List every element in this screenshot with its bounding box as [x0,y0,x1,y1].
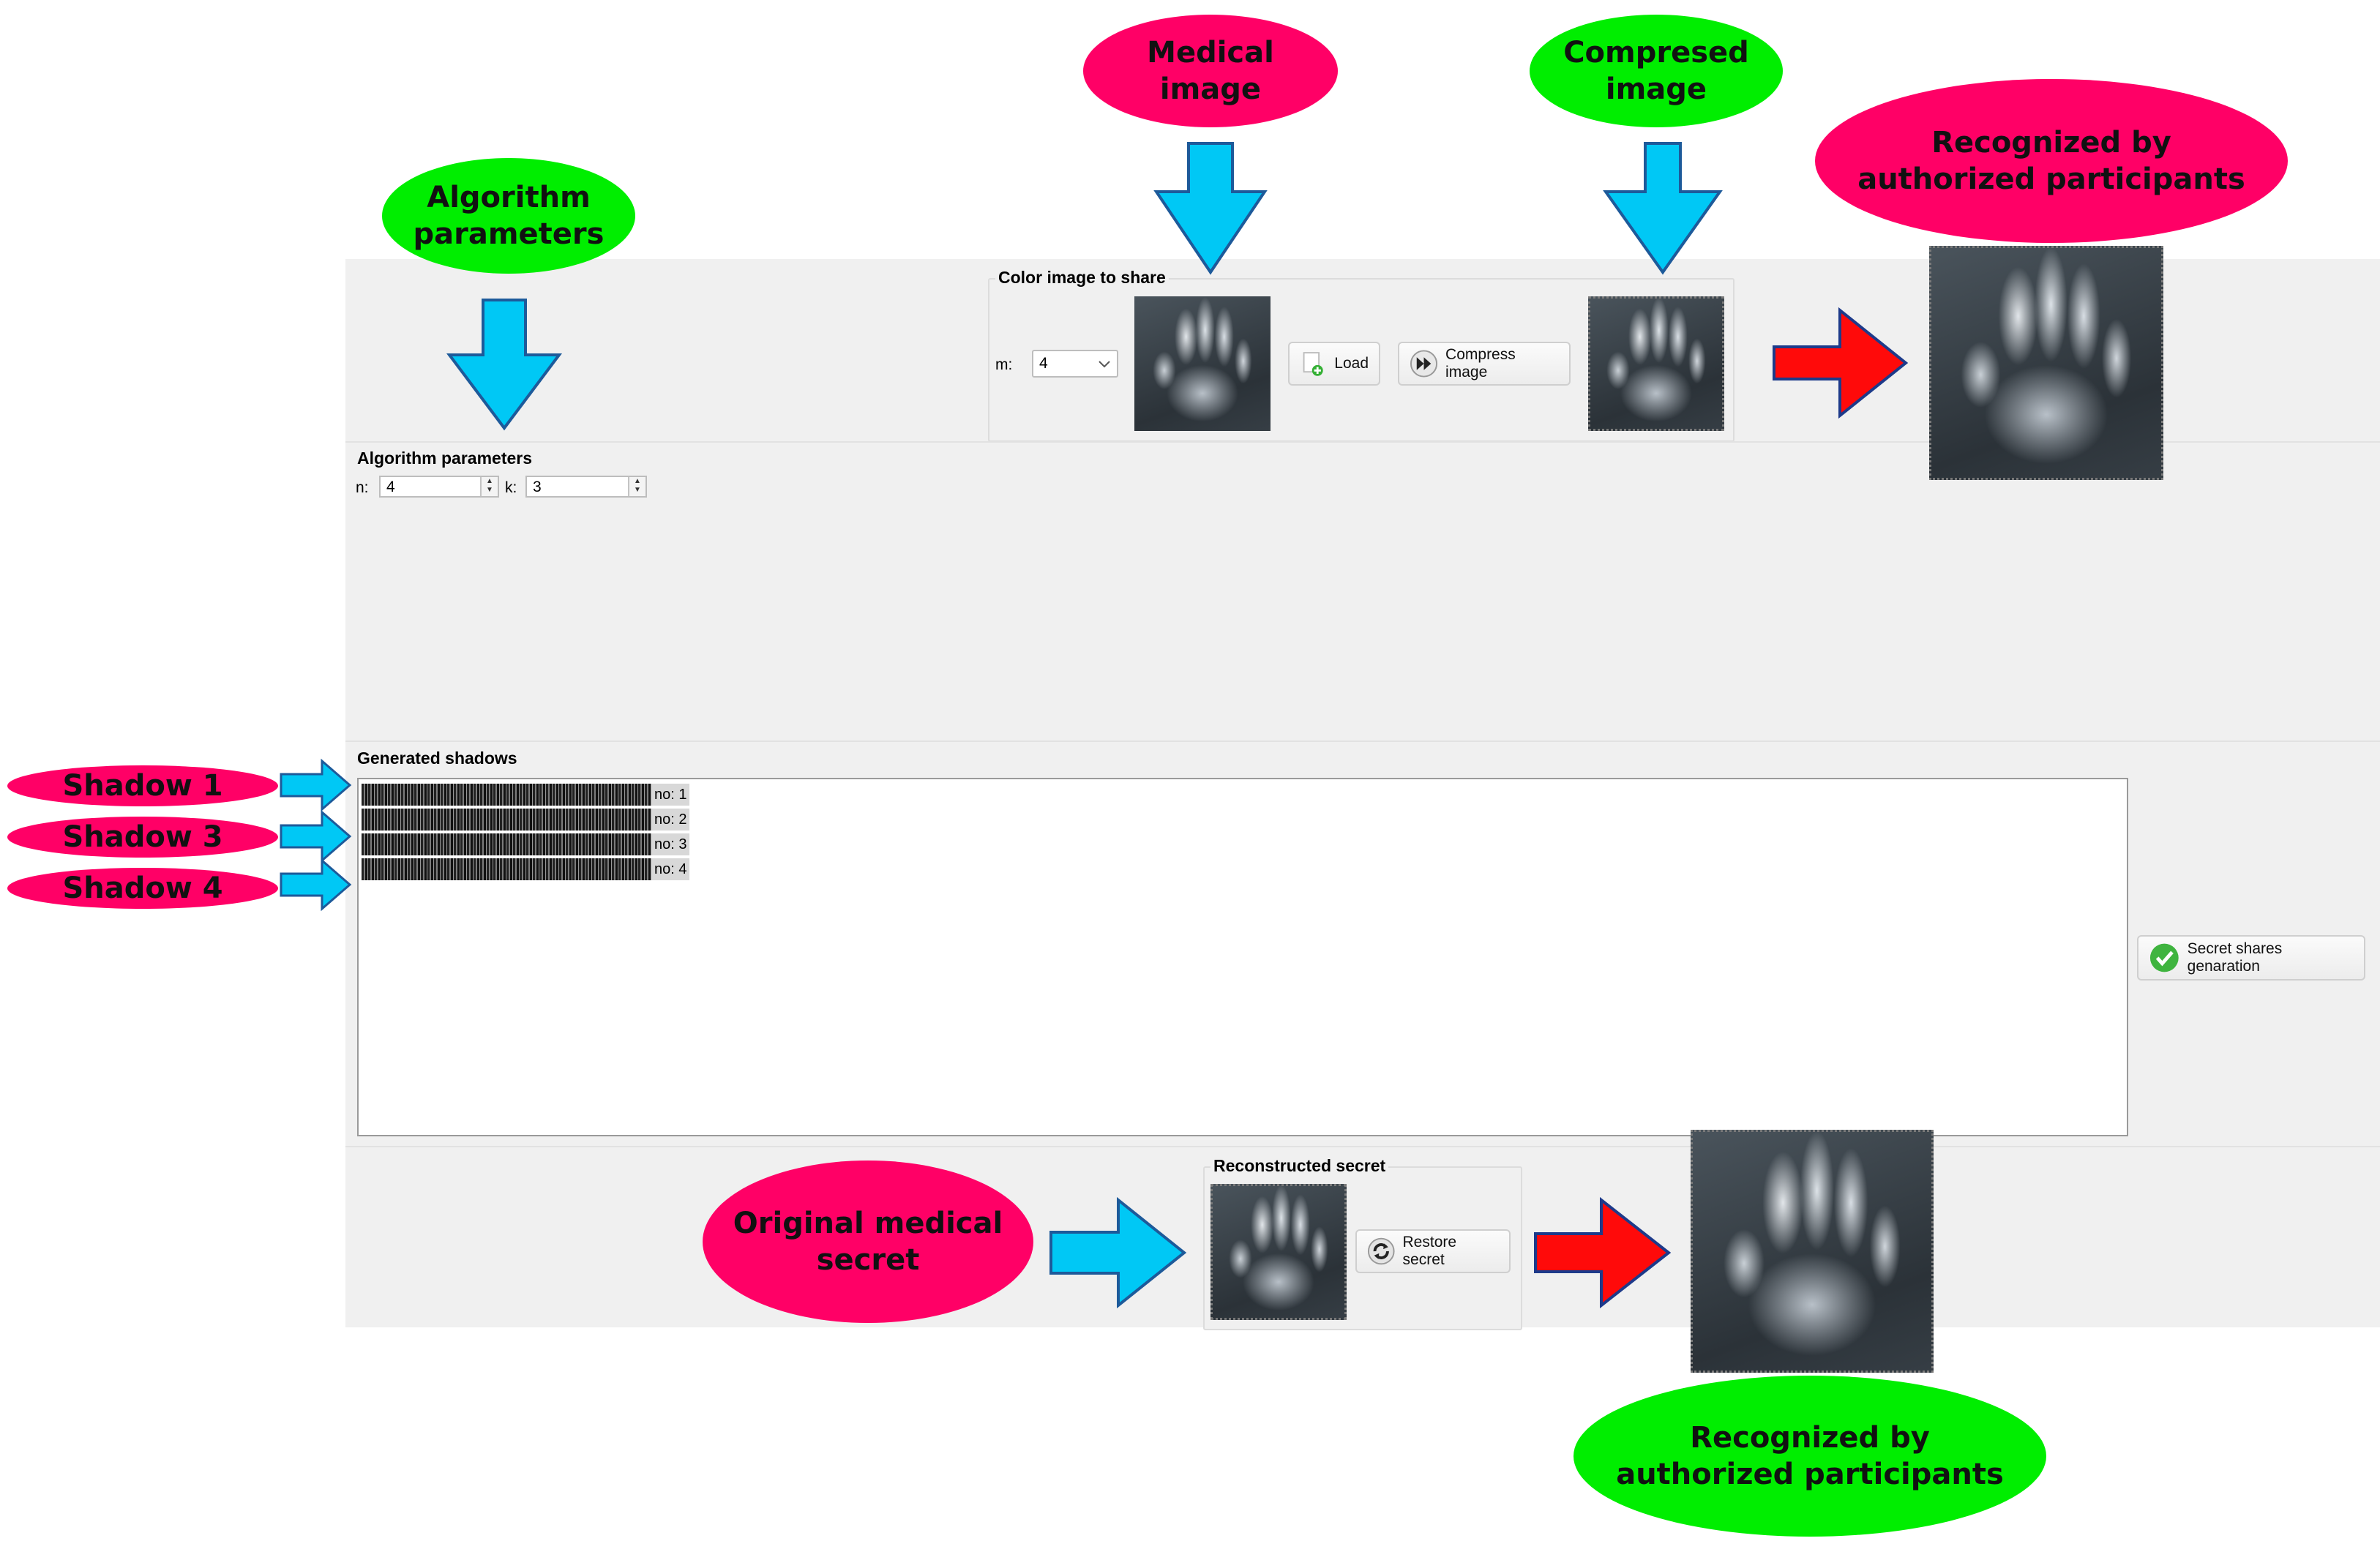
right-arrow-shadow-3 [280,809,352,863]
shadow-row-4[interactable]: no: 4 [362,857,690,882]
checkmark-icon [2149,943,2179,972]
shadows-list[interactable]: no: 1 no: 2 no: 3 no: 4 [357,778,2128,1136]
restore-secret-button[interactable]: Restore secret [1355,1229,1511,1273]
shadow-label-2: no: 2 [651,809,690,831]
shadows-divider [345,740,2380,742]
shadow-image-4 [362,858,651,880]
k-spinbox[interactable]: 3 ▲▼ [525,476,647,498]
shadows-title: Generated shadows [357,749,517,768]
load-icon [1303,352,1323,376]
n-value: 4 [386,479,395,495]
down-arrow-medical [1153,142,1268,275]
reconstructed-image-preview [1210,1184,1347,1320]
reconstructed-divider [345,1146,2380,1147]
annotation-shadow-4: Shadow 4 [7,868,278,909]
n-label: n: [356,479,369,496]
color-image-group-title: Color image to share [995,268,1169,288]
recognized-image-top [1929,246,2163,480]
n-spin-arrows[interactable]: ▲▼ [480,477,498,496]
k-label: k: [505,479,517,496]
shadow-label-4: no: 4 [651,858,690,880]
fast-forward-icon [1410,350,1438,378]
compress-image-button[interactable]: Compress image [1398,342,1571,386]
secret-shares-generation-button[interactable]: Secret shares genaration [2137,935,2365,981]
shadow-image-2 [362,809,651,831]
compress-image-button-label: Compress image [1445,346,1516,380]
original-image-preview [1134,296,1271,431]
reconstructed-title: Reconstructed secret [1210,1156,1389,1176]
shadow-row-1[interactable]: no: 1 [362,782,690,807]
algorithm-params-divider [345,441,2380,443]
annotation-medical-image: Medical image [1083,15,1338,127]
annotation-shadow-1: Shadow 1 [7,765,278,806]
right-arrow-shadow-4 [280,858,352,912]
m-combo-value: 4 [1039,355,1048,372]
shadow-row-2[interactable]: no: 2 [362,807,690,832]
shadow-label-3: no: 3 [651,833,690,855]
shadow-row-3[interactable]: no: 3 [362,832,690,857]
annotation-recognized-bottom: Recognized by authorized participants [1573,1376,2046,1537]
compressed-image-preview [1588,296,1724,431]
annotation-recognized-top: Recognized by authorized participants [1815,79,2288,243]
annotation-algorithm-parameters: Algorithm parameters [382,158,635,274]
n-spinbox[interactable]: 4 ▲▼ [379,476,499,498]
annotation-original-secret: Original medical secret [703,1161,1033,1323]
load-button[interactable]: Load [1288,342,1380,386]
m-label: m: [995,356,1013,373]
annotation-compressed-image: Compresed image [1530,15,1783,127]
restore-secret-label: Restore secret [1402,1234,1457,1268]
chevron-down-icon [1099,361,1110,368]
shadow-label-1: no: 1 [651,784,690,806]
right-arrow-shadow-1 [280,758,352,812]
shadow-image-1 [362,784,651,806]
k-spin-arrows[interactable]: ▲▼ [628,477,645,496]
m-combo[interactable]: 4 [1032,350,1118,378]
refresh-icon [1367,1237,1395,1265]
down-arrow-compressed [1603,142,1723,275]
shadow-image-3 [362,833,651,855]
load-button-label: Load [1334,355,1369,372]
k-value: 3 [533,479,542,495]
algorithm-params-title: Algorithm parameters [357,449,533,468]
recognized-image-bottom [1691,1130,1934,1373]
secret-shares-generation-label: Secret shares genaration [2187,940,2283,975]
annotation-shadow-3: Shadow 3 [7,817,278,858]
